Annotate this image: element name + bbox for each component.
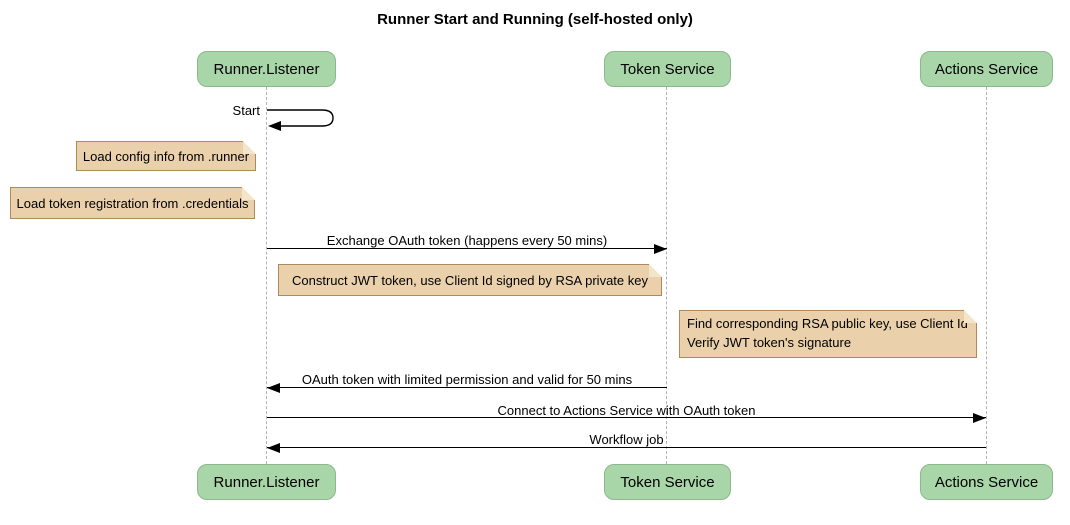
arrowhead-right-icon (973, 413, 986, 423)
lifeline-actions-service (986, 87, 987, 464)
note-verify-jwt: Find corresponding RSA public key, use C… (679, 310, 977, 358)
participant-label: Token Service (620, 60, 715, 78)
participant-token-service-bottom: Token Service (604, 464, 731, 500)
message-oauth-token-line (267, 387, 667, 389)
participant-runner-listener-top: Runner.Listener (197, 51, 336, 87)
note-text: Construct JWT token, use Client Id signe… (292, 272, 648, 288)
self-loop-arrow (267, 109, 334, 131)
arrowhead-left-icon (267, 443, 280, 453)
participant-actions-service-top: Actions Service (920, 51, 1053, 87)
participant-label: Actions Service (934, 60, 1039, 78)
arrowhead-left-icon (268, 121, 281, 131)
message-exchange-oauth-line (267, 248, 667, 250)
participant-actions-service-bottom: Actions Service (920, 464, 1053, 500)
lifeline-token-service (666, 87, 667, 464)
lifeline-runner-listener (266, 87, 267, 464)
arrowhead-left-icon (267, 383, 280, 393)
message-oauth-token-label: OAuth token with limited permission and … (301, 372, 633, 387)
participant-label: Runner.Listener (213, 473, 320, 491)
participant-label: Actions Service (934, 473, 1039, 491)
participant-token-service-top: Token Service (604, 51, 731, 87)
message-workflow-job-line (267, 447, 986, 449)
message-start-label: Start (232, 103, 260, 118)
participant-runner-listener-bottom: Runner.Listener (197, 464, 336, 500)
participant-label: Runner.Listener (213, 60, 320, 78)
message-connect-actions-label: Connect to Actions Service with OAuth to… (497, 403, 756, 418)
note-text: Load config info from .runner (82, 148, 250, 164)
message-exchange-oauth-label: Exchange OAuth token (happens every 50 m… (326, 233, 608, 248)
note-load-token-registration: Load token registration from .credential… (10, 187, 255, 219)
participant-label: Token Service (620, 473, 715, 491)
diagram-title: Runner Start and Running (self-hosted on… (377, 11, 693, 28)
note-text: Load token registration from .credential… (16, 195, 249, 211)
message-workflow-job-label: Workflow job (589, 432, 664, 447)
note-construct-jwt: Construct JWT token, use Client Id signe… (278, 264, 662, 296)
note-load-config: Load config info from .runner (76, 141, 256, 171)
note-text: Find corresponding RSA public key, use C… (687, 316, 968, 350)
arrowhead-right-icon (654, 244, 667, 254)
message-connect-actions-line (267, 417, 986, 419)
